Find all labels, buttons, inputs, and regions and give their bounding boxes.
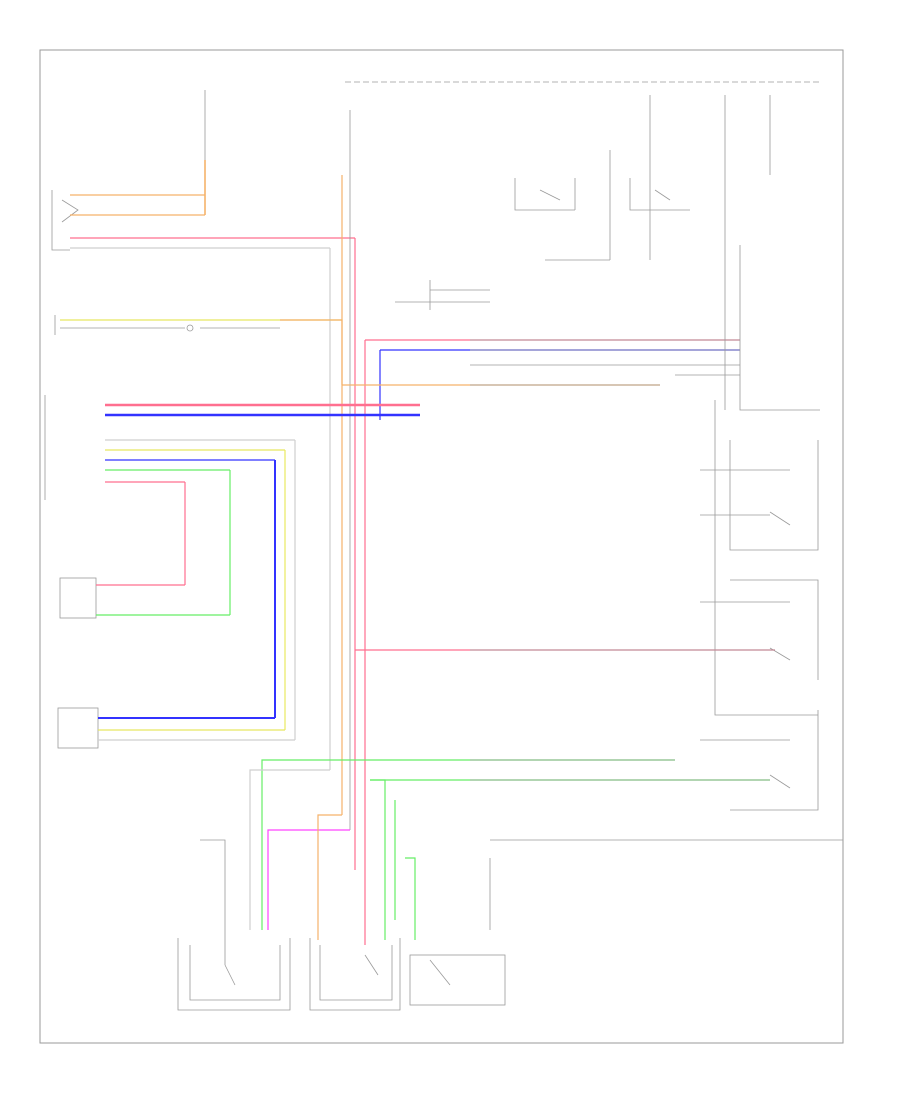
can-bus-wires [44,395,420,500]
relay-feed-wires [342,649,843,841]
main-trunk-wires [329,110,381,880]
ecm-right-wires [342,280,740,386]
engine-coolant-sensor [59,577,230,619]
cooling-fan-relay-3 [700,710,819,811]
cooling-fan-relay-1 [700,400,819,551]
refrigerant-pressure-sensor [57,707,295,749]
diagram-frame [39,49,844,1044]
bottom-feed-wires [200,759,491,965]
cooling-fan-relay-2 [700,430,819,716]
ac-compressor-circuit [54,315,343,385]
relay-top-right [514,95,771,410]
cooling-fan-motor-2 [309,938,401,1011]
cooling-fan-motor-1 [177,938,291,1011]
relay-top-left [51,190,355,251]
cooling-fan-control-module [409,954,506,1006]
ecm-box [739,245,820,411]
sensor-harness-left [105,439,296,740]
